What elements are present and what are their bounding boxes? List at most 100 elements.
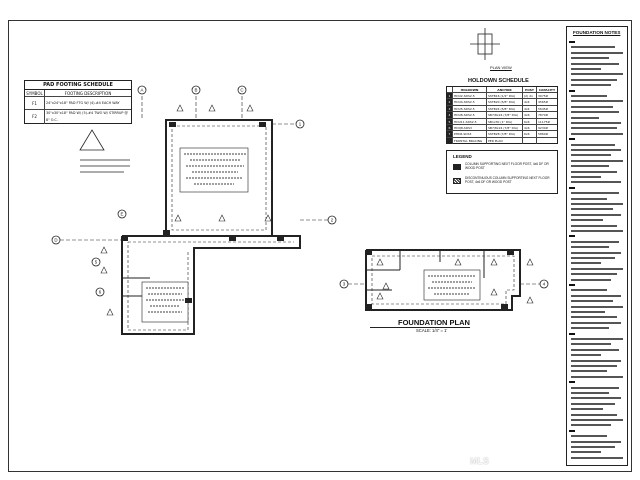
grid-bubble-label: 6: [99, 290, 102, 295]
holdown-anchor: PER PLAN: [487, 137, 523, 145]
note-text-line: [571, 424, 611, 427]
note-text-line: [571, 375, 623, 378]
note-text-line: [571, 154, 611, 157]
pad-header-desc: FOOTING DESCRIPTION: [64, 91, 112, 96]
holdown-post: 4x4: [523, 99, 537, 105]
note-text-line: [571, 397, 621, 400]
grid-bubble-label: E: [121, 212, 124, 217]
upper-room-footing: [171, 125, 267, 231]
holdown-header-post: POST: [523, 87, 537, 92]
note-text-line: [571, 132, 623, 135]
grid-bubble-label: C: [240, 88, 243, 93]
note-text-line: [571, 105, 613, 108]
holdown-header-row: HOLDOWN ANCHOR POST CAPACITY: [447, 87, 557, 93]
holdown-anchor: SSTB28 (7/8" DIA): [487, 131, 523, 137]
note-text-line: [571, 197, 607, 200]
note-text-line: [569, 41, 575, 43]
holdown-header-capacity: CAPACITY: [538, 88, 556, 92]
holdown-mark: 3: [447, 105, 453, 112]
note-text-line: [571, 267, 623, 270]
column-post-icon: [501, 304, 508, 309]
note-text-line: [571, 68, 601, 70]
grid-bubble-label: 4: [543, 282, 546, 287]
note-text-line: [569, 235, 575, 238]
note-text-line: [571, 294, 621, 297]
holdown-anchor: SSTB20 (5/8" DIA): [487, 99, 523, 105]
footing-marker-icon: [100, 246, 108, 254]
legend-item: DISCONTINUOUS COLUMN SUPPORTING NEXT FLO…: [453, 176, 555, 189]
note-text-line: [571, 203, 623, 205]
foundation-notes-title: FOUNDATION NOTES: [573, 30, 621, 35]
note-text-line: [571, 370, 607, 373]
note-text-line: [571, 127, 617, 130]
note-text-line: [571, 343, 611, 346]
watermark: MLS: [470, 456, 489, 466]
grid-bubble-icon: [95, 287, 105, 297]
note-text-line: [571, 213, 621, 216]
holdown-type: HDU8-SDS2.5: [453, 112, 487, 118]
note-text-line: [571, 435, 607, 438]
pad-schedule-title: PAD FOOTING SCHEDULE: [25, 81, 131, 90]
note-text-line: [571, 278, 611, 281]
holdown-post: 6x6: [523, 131, 537, 137]
footing-marker-icon: [454, 258, 462, 266]
holdown-capacity: 5645#: [538, 106, 549, 111]
holdown-capacity: 3075#: [538, 94, 549, 98]
note-text-line: [571, 338, 623, 340]
grid-bubble-icon: [137, 85, 147, 95]
grid-bubble-icon: [539, 279, 549, 289]
column-post-icon: [121, 236, 128, 241]
note-text-line: [571, 321, 621, 324]
left-structure-wall: [121, 235, 301, 335]
plan-view-label: PLAN VIEW: [490, 65, 512, 70]
table-row: F1 24"x24"x18" PAD FTG W/ (4)-#4 EACH WA…: [25, 97, 131, 110]
grid-bubble-icon: [91, 257, 101, 267]
note-text-line: [571, 348, 619, 351]
column-post-icon: [229, 236, 236, 241]
holdown-type: FRONTAL BRACING: [453, 137, 487, 145]
holdown-type: PHD6-SDS3: [453, 131, 487, 137]
grid-bubble-label: 3: [343, 282, 346, 287]
note-text-line: [571, 456, 623, 459]
note-text-line: [569, 429, 575, 432]
grid-bubble-icon: [51, 235, 61, 245]
holdown-header-anchor: ANCHOR: [487, 87, 523, 92]
note-text-line: [571, 316, 617, 319]
holdown-capacity: 11175#: [538, 119, 551, 124]
column-posts: [121, 122, 514, 309]
footing-marker-icon: [376, 258, 384, 266]
grid-bubble-icon: [237, 85, 247, 95]
holdown-post: 6x6: [523, 118, 537, 124]
holdown-post: 4x4: [523, 105, 537, 112]
footing-marker-icon: [526, 258, 534, 266]
note-text-line: [571, 116, 599, 119]
note-text-line: [571, 176, 601, 178]
footing-marker-icon: [490, 258, 498, 266]
column-post-icon: [185, 298, 192, 303]
note-text-line: [571, 51, 623, 54]
foundation-notes: FOUNDATION NOTES: [566, 26, 628, 466]
note-text-line: [571, 305, 623, 308]
note-text-line: [571, 327, 609, 330]
legend-box: LEGEND COLUMN SUPPORTING NEXT FLOOR POST…: [446, 150, 558, 194]
holdown-post: (2) 2x: [523, 93, 537, 99]
note-text-line: [571, 149, 621, 151]
grid-bubble-label: 5: [95, 260, 98, 265]
note-text-line: [571, 419, 623, 421]
note-text-line: [569, 284, 575, 286]
note-text-line: [571, 240, 619, 243]
holdown-capacity: 5860#: [538, 132, 549, 137]
pad-schedule-header-row: SYMBOL FOOTING DESCRIPTION: [25, 90, 131, 97]
note-text-line: [571, 359, 621, 362]
note-text-line: [571, 46, 615, 49]
column-post-icon: [169, 122, 176, 127]
footing-marker-icon: [490, 288, 498, 296]
holdown-type: HDU4-SDS2.5: [453, 99, 487, 105]
